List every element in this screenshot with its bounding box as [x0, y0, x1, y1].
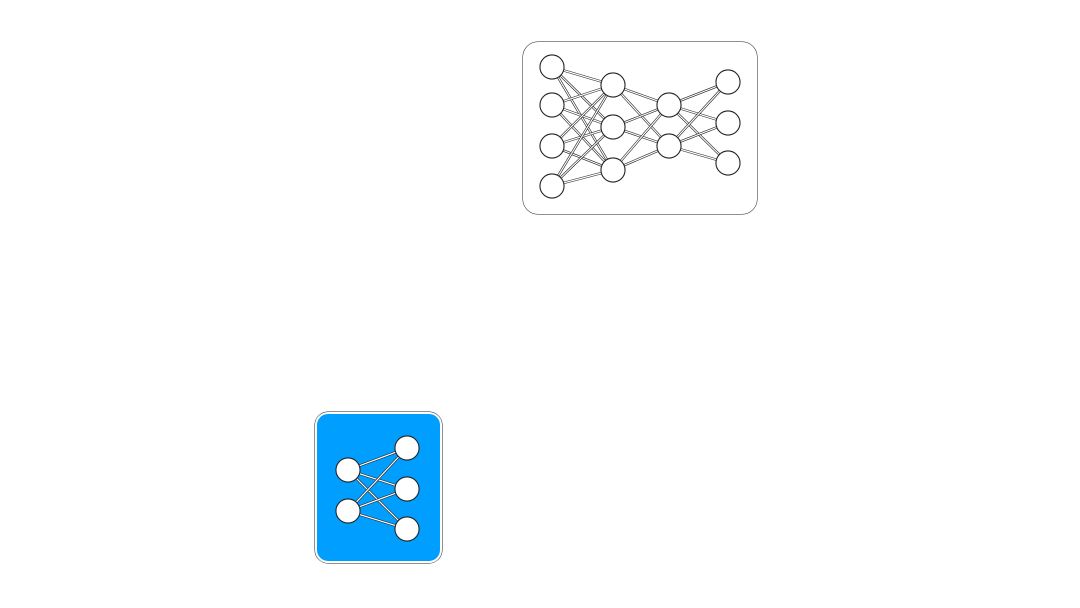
neuron-node: [657, 93, 681, 117]
neuron-node: [657, 134, 681, 158]
neuron-node: [540, 134, 564, 158]
connection-edge-inner: [612, 104, 670, 171]
connection-edge-inner: [551, 126, 614, 187]
neuron-node: [540, 55, 564, 79]
icon-frame: [523, 42, 757, 214]
neuron-node: [716, 70, 740, 94]
neuron-node: [540, 174, 564, 198]
neuron-node: [540, 93, 564, 117]
neuron-node: [601, 158, 625, 182]
connection-edge-inner: [551, 66, 614, 128]
neuron-node: [395, 477, 419, 501]
connection-edge-inner: [551, 84, 614, 187]
neuron-node: [716, 111, 740, 135]
connection-edge-inner: [347, 447, 408, 512]
neuron-node: [716, 151, 740, 175]
icon-frame: [315, 412, 442, 563]
neuron-node: [395, 436, 419, 460]
connection-edge-inner: [668, 81, 729, 147]
connection-edge-inner: [551, 84, 614, 147]
nodes: [335, 435, 420, 542]
neuron-node: [395, 517, 419, 541]
connection-edge-inner: [551, 66, 614, 171]
nodes: [539, 54, 741, 199]
neuron-node: [336, 458, 360, 482]
neuron-node: [601, 115, 625, 139]
neuron-node: [601, 73, 625, 97]
neuron-node: [336, 499, 360, 523]
